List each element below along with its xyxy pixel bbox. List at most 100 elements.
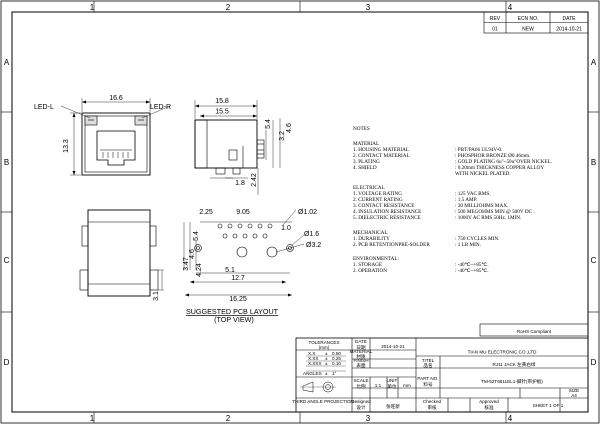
notes-block: NOTES MATERIAL 1. HOUSING MATERIAL : PBT…: [353, 126, 552, 274]
pcb-dim-d1-6: Ø1.6: [304, 231, 319, 238]
rohs-label: RoHS Compliant: [517, 329, 552, 334]
material-label: MATERIAL: [350, 349, 373, 354]
size-value: A4: [571, 393, 577, 398]
finish-label-cn: 表面: [356, 362, 366, 369]
pcb-dim-2-25: 2.25: [199, 209, 213, 216]
led-right-label: LED-R: [150, 104, 171, 111]
pcb-caption: SUGGESTED PCB LAYOUT: [186, 307, 279, 316]
electrical-2-val: : 1.5 AMP.: [455, 197, 477, 203]
grid-row-a-right: A: [591, 58, 597, 67]
material-1-key: 1. HOUSING MATERIAL: [353, 147, 409, 153]
approved-label-cn: 核准: [484, 404, 494, 411]
notes-title: NOTES: [353, 126, 370, 132]
third-angle-projection-icon: [300, 381, 336, 393]
material-title: MATERIAL: [353, 141, 379, 147]
drawn-label: Designed: [351, 399, 371, 404]
pcb-dim-1-0: 1.0: [281, 225, 291, 232]
grid-row-b-right: B: [591, 158, 596, 167]
checked-label: Checked: [423, 399, 442, 404]
grid-col-2-bottom: 2: [226, 414, 231, 423]
grid-row-a: A: [4, 58, 10, 67]
tol-row-1-a: X.X: [308, 351, 315, 356]
material-2-val: : PHOSPHOR BRONZE Ø0.46mm.: [455, 153, 530, 159]
side-dim-15-5: 15.5: [215, 109, 229, 116]
date-label: DATE: [355, 339, 367, 344]
grid-col-4-bottom: 4: [508, 414, 513, 423]
grid-col-2: 2: [226, 3, 231, 12]
pcb-dim-d1-02: Ø1.02: [298, 209, 317, 216]
bottom-view: [79, 209, 164, 297]
material-3-key: 3. PLATING: [353, 159, 380, 165]
rev-header: REV: [490, 16, 501, 22]
electrical-2-key: 2. CURRENT RATING: [353, 197, 403, 203]
date-header: DATE: [563, 16, 577, 22]
scale-label-cn: 比例: [356, 383, 366, 390]
pcb-dim-12-7: 12.7: [231, 275, 245, 282]
part-no-label-cn: 料号: [423, 381, 433, 388]
title-label: TITEL: [422, 358, 435, 363]
environmental-2-key: 2. OPERATION: [353, 268, 387, 274]
unit-value: mm: [403, 383, 411, 388]
environmental-1-key: 1. STORAGE: [353, 262, 382, 268]
electrical-3-val: : 30 MILLIOHMS MAX.: [455, 203, 508, 209]
material-5-val: WITH NICKEL PLATED.: [455, 171, 511, 177]
rev-date-value: 2014-10-21: [556, 27, 582, 33]
material-3-val: : GOLD PLATING 6u"~50u"OVER NICKEL.: [455, 159, 552, 165]
pcb-caption-sub: (TOP VIEW): [214, 315, 254, 324]
ecn-value: NEW: [522, 27, 534, 33]
pcb-dim-3-47: 3.47: [183, 257, 190, 271]
material-4-val: : 0.20mm THICKNESS COPPER ALLOY: [455, 165, 544, 171]
environmental-1-val: : -40℃~+85℃.: [455, 262, 489, 268]
title-block: [295, 323, 589, 413]
pcb-dim-9-05: 9.05: [236, 209, 250, 216]
tolerances-unit: (mm): [319, 345, 330, 350]
material-4-key: 4. SHIELD: [353, 165, 377, 171]
sheet-count: SHEET 1 OF 1: [533, 403, 564, 408]
pcb-dim-16-25: 16.25: [229, 296, 247, 303]
pcb-dim-4-24: 4.24: [196, 263, 203, 277]
scale-label: SCALE: [353, 378, 368, 383]
mechanical-2-val: : 1 LB MIN.: [455, 242, 481, 248]
side-dim-4-6: 4.6: [286, 123, 293, 133]
date-value: 2014-10-21: [381, 344, 405, 349]
side-dim-5-4: 5.4: [265, 119, 272, 129]
drawn-value: 张旺新: [386, 403, 400, 410]
company-name: TIAN MU ELECTRONIC CO.,LTD: [468, 350, 538, 355]
rev-value: 01: [492, 27, 498, 33]
ecn-header: ECN NO.: [518, 16, 539, 22]
pcb-dim-5-1: 5.1: [225, 267, 235, 274]
mechanical-1-val: : 750 CYCLES MIN.: [455, 236, 499, 242]
tol-row-3-a: X.XXX: [308, 361, 322, 366]
tol-row-2-c: 0.25: [332, 356, 341, 361]
projection-label: THIRD ANGLE PROJECTION: [292, 399, 354, 404]
tol-row-4-c: 1°: [332, 371, 337, 376]
tol-row-2-a: X.XX: [308, 356, 318, 361]
unit-label-cn: 单位: [387, 383, 397, 390]
electrical-title: ELECTRICAL: [353, 185, 385, 191]
revision-table: [483, 11, 589, 34]
part-title: RJ11 JACK 左黄右绿: [492, 361, 535, 368]
led-left-label: LED-L: [34, 104, 54, 111]
drawn-label-cn: 设计: [356, 404, 366, 411]
scale-value: 1:1: [375, 383, 382, 388]
pcb-dim-4-6: 4.6: [189, 249, 196, 259]
grid-col-3-bottom: 3: [366, 414, 371, 423]
environmental-title: ENVIRONMENTAL:: [353, 256, 400, 262]
front-height-dim: 13.3: [63, 139, 70, 153]
front-width-dim: 16.6: [109, 95, 123, 102]
material-label-cn: 材质: [356, 353, 366, 360]
front-view: [60, 98, 171, 176]
side-dim-15-8: 15.8: [215, 98, 229, 105]
grid-row-b: B: [4, 158, 9, 167]
tol-row-2-b: ±: [325, 356, 328, 361]
size-label: SIZE: [569, 388, 579, 393]
electrical-5-key: 5. DIELECTRIC RESISTANCE: [353, 215, 421, 221]
electrical-5-val: : 1000V AC RMS 50Hz. 1MIN.: [455, 215, 521, 221]
environmental-2-val: : -40℃~+85℃.: [455, 268, 489, 274]
pcb-dim-d3-2: Ø3.2: [306, 242, 321, 249]
tol-row-3-c: 0.10: [332, 361, 341, 366]
tol-row-1-b: ±: [325, 351, 328, 356]
mechanical-2-key: 2. PCB RETENTIONPRE-SOLDER: [353, 242, 430, 248]
part-no-value: TM-52T6611EL1-脚针(带护板): [481, 378, 543, 385]
